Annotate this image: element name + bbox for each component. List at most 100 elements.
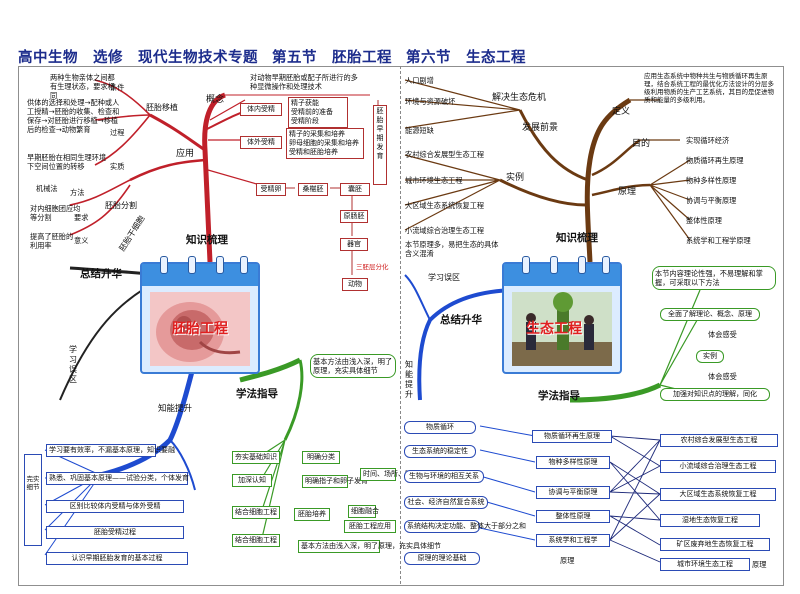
method-split-tech-box: 胚胎工程应用	[344, 520, 396, 533]
ability-item-3: 区别比较体内受精与体外受精	[46, 500, 184, 513]
branch-concept: 概念	[206, 95, 225, 105]
split-meaning-tag: 意义	[74, 236, 89, 245]
ability-item-2: 熟悉、巩固基本原理——试验分类，个体发育	[46, 472, 189, 485]
ability-right-2: 小流域综合治理生态工程	[660, 460, 776, 473]
method-types-box: 明确指子和卵子发育	[302, 475, 368, 488]
embryo-card-label: 胚胎工程	[172, 321, 228, 337]
embryo-image	[150, 292, 250, 366]
right-error-zone-label: 学习误区	[428, 273, 460, 282]
card-ring	[240, 256, 248, 274]
differentiation-note: 三胚层分化	[356, 263, 389, 271]
ability-mid-2: 物种多样性原理	[536, 456, 610, 469]
title-section-6: 第六节 生态工程	[406, 50, 526, 66]
crisis-item-1: 人口剧增	[405, 76, 434, 85]
organ-box: 器官	[340, 238, 368, 251]
ability-right-4: 湿地生态恢复工程	[660, 514, 760, 527]
ecology-card-label: 生态工程	[526, 321, 582, 337]
right-method-label: 学法指导	[538, 390, 580, 402]
ability-left-5: 系统结构决定功能、整体大于部分之和	[404, 520, 526, 533]
ability-mid-1: 物质循环再生原理	[532, 430, 612, 443]
branch-definition: 定义	[612, 107, 631, 117]
split-requirement-text: 对内细胞团应均等分割	[30, 204, 81, 222]
individual-box: 动物	[342, 278, 368, 291]
principle-2: 物种多样性原理	[686, 176, 737, 185]
zygote-box: 受精卵	[256, 183, 286, 196]
method-chain-3: 加强对知识点的理解，同化	[660, 388, 770, 401]
card-ring	[160, 256, 168, 274]
example-3: 大区域生态系统恢复工程	[405, 201, 485, 210]
ability-left-2: 生态系统的稳定性	[404, 445, 476, 458]
mind-map-sheet	[18, 66, 784, 586]
ability-right-6: 城市环境生态工程	[660, 558, 750, 571]
method-steps-box: 胚胎培养	[294, 508, 330, 521]
in-vitro-box: 体外受精	[240, 136, 282, 149]
ability-right-3: 大区域生态系统恢复工程	[660, 488, 776, 501]
branch-background: 发展前景	[522, 123, 559, 133]
method-tag-1: 体会感受	[708, 330, 737, 339]
method-box-cell-2: 结合细胞工程	[232, 534, 280, 547]
branch-goal: 目的	[632, 139, 651, 149]
ability-item-5: 认识早期胚胎发育的基本过程	[46, 552, 188, 565]
ecology-card: 生态工程	[502, 256, 622, 374]
principle-5: 系统学和工程学原理	[686, 236, 751, 245]
embryo-card-header	[142, 264, 258, 286]
split-tool-tag: 方法	[70, 188, 85, 197]
definition-text: 应用生态系统中物种共生与物质循环再生原理，结合系统工程的最优化方法设计的分层多级…	[644, 72, 774, 104]
principle-1: 物质循环再生原理	[686, 156, 744, 165]
method-note: 本节内容理论性强，不易理解和掌握，可采取以下方法	[652, 266, 776, 290]
split-tool-text: 机械法	[36, 184, 58, 193]
branch-crisis: 解决生态危机	[492, 93, 547, 103]
morula-box: 桑椹胚	[298, 183, 328, 196]
card-ring	[216, 256, 224, 274]
principle-3: 协调与平衡原理	[686, 196, 737, 205]
center-divider	[400, 66, 401, 584]
branch-apply: 应用	[176, 149, 195, 159]
transfer-condition-tag: 条件	[110, 83, 125, 92]
in-vivo-box: 体内受精	[240, 103, 282, 116]
ability-left-1: 物质循环	[404, 421, 476, 434]
right-knowledge-label: 知识梳理	[556, 232, 598, 244]
ability-item-1: 学习要有效率，不漏基本原理，知识要融	[46, 444, 175, 457]
embryo-card: 胚胎工程	[140, 256, 260, 374]
branch-principle: 原理	[618, 187, 637, 197]
title-section-5: 第五节 胚胎工程	[272, 50, 392, 66]
right-summary-label: 总结升华	[440, 314, 482, 326]
transfer-essence-tag: 实质	[110, 162, 125, 171]
blastula-box: 囊胚	[340, 183, 370, 196]
left-summary-label: 总结升华	[80, 268, 122, 280]
card-ring	[550, 256, 558, 274]
in-vitro-detail-box: 精子的采集和培养 卵母细胞的采集和培养 受精和胚胎培养	[286, 128, 364, 159]
transfer-condition-text: 两种生物亲体之间都有生理状态，要求相同	[50, 73, 115, 100]
crisis-item-3: 能源短缺	[405, 126, 434, 135]
ability-right-1: 农村综合发展型生态工程	[660, 434, 778, 447]
card-ring	[602, 256, 610, 274]
method-box-cell-1: 结合细胞工程	[232, 506, 280, 519]
left-knowledge-label: 知识梳理	[186, 234, 228, 246]
method-box-deepen: 加深认知	[232, 474, 272, 487]
ecology-image	[512, 292, 612, 366]
early-development-box: 胚胎早期发育	[373, 105, 387, 185]
card-ring	[188, 256, 196, 274]
split-meaning-text: 提高了胚胎的利用率	[30, 232, 74, 250]
example-note: 本节原理多，易把生态的具体含义混淆	[405, 240, 499, 258]
left-ability-label: 知能提升	[158, 404, 193, 414]
card-ring	[578, 256, 586, 274]
goal-text: 实现循环经济	[686, 136, 730, 145]
right-ability-label: 知能提升	[405, 360, 413, 399]
branch-example: 实例	[506, 173, 525, 183]
left-method-label: 学法指导	[236, 388, 278, 400]
title-main: 高中生物 选修 现代生物技术专题	[18, 50, 258, 66]
method-principle-note: 基本方法由浅入深，明了原理，充实具体细节	[310, 354, 396, 378]
card-ring	[522, 256, 530, 274]
example-2: 城市环境生态工程	[405, 176, 463, 185]
method-tag-2: 体会感受	[708, 372, 737, 381]
ability-left-6: 原理的理论基础	[404, 552, 480, 565]
ability-mid-4: 整体性原理	[536, 510, 610, 523]
branch-embryo-transfer: 胚胎移植	[146, 103, 178, 112]
branch-embryo-split: 胚胎分割	[105, 201, 137, 210]
example-1: 农村综合发展型生态工程	[405, 150, 485, 159]
ability-item-4: 胚胎受精过程	[46, 526, 184, 539]
ecology-card-header	[504, 264, 620, 286]
method-chain-2: 实例	[696, 350, 724, 363]
